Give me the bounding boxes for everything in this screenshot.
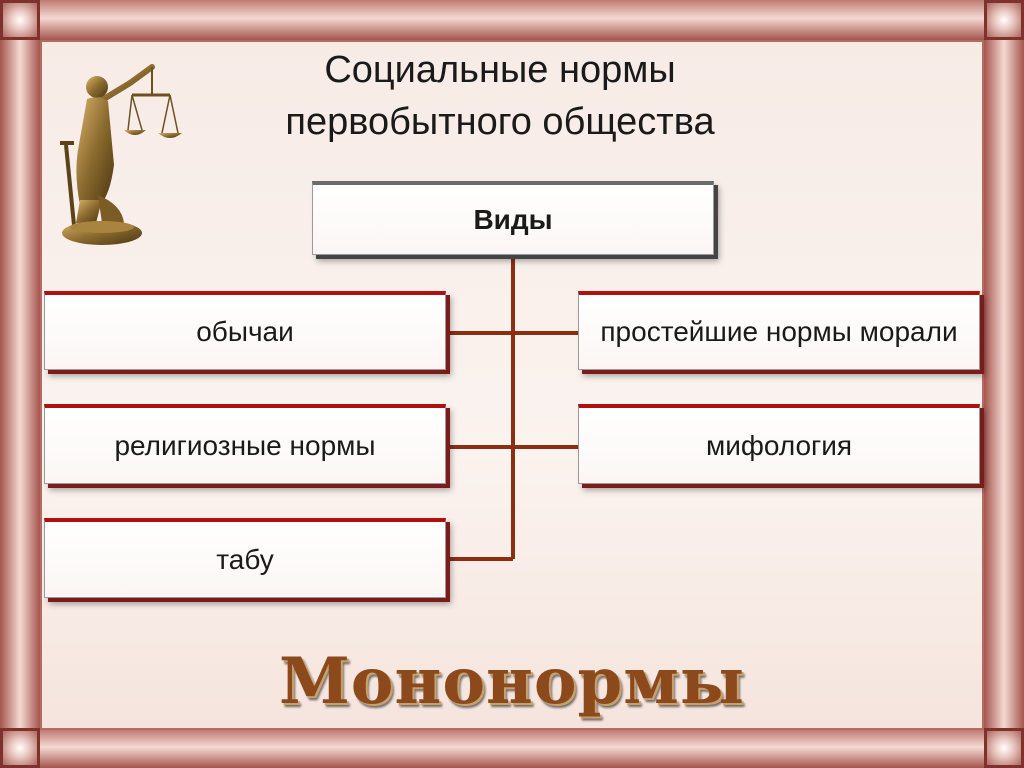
frame-corner-ornament (984, 728, 1024, 768)
node-taboo: табу (44, 518, 446, 598)
frame-bottom (40, 730, 984, 768)
root-node-types: Виды (312, 181, 714, 255)
frame-corner-ornament (984, 0, 1024, 40)
frame-corner-ornament (0, 728, 40, 768)
node-customs: обычаи (44, 291, 446, 370)
page-title: Социальные нормы первобытного общества (170, 44, 830, 148)
frame-top (40, 0, 984, 40)
title-line-2: первобытного общества (285, 101, 715, 143)
frame-left (0, 40, 40, 730)
node-moral-norms: простейшие нормы морали (578, 291, 980, 370)
footer-heading: Мононормы (278, 644, 746, 719)
frame-corner-ornament (0, 0, 40, 40)
title-line-1: Социальные нормы (324, 49, 676, 91)
frame-right (984, 40, 1024, 730)
node-mythology: мифология (578, 404, 980, 484)
node-religious-norms: религиозные нормы (44, 404, 446, 484)
themis-statue-icon (60, 64, 182, 245)
